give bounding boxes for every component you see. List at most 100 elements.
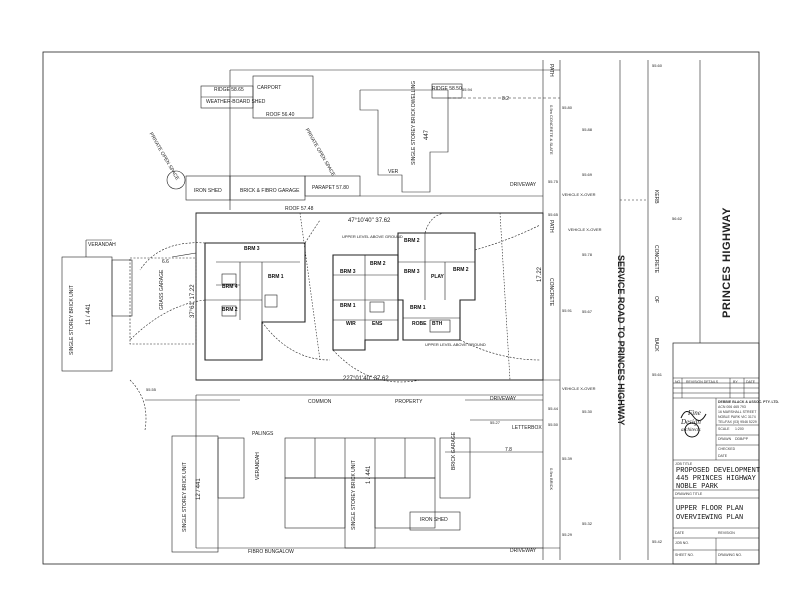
tb-scale-label: SCALE	[718, 427, 730, 431]
room-bth-c: BTH	[432, 321, 443, 327]
level-55-60: 55.60	[652, 63, 663, 68]
label-driveway-bottom: DRIVEWAY	[510, 548, 537, 554]
level-55-65: 55.65	[548, 212, 559, 217]
label-brick-right: 0.5m BRICK	[549, 468, 554, 491]
room-ens-b: ENS	[372, 321, 383, 327]
level-55-94: 55.94	[462, 87, 473, 92]
label-path-top: PATH	[548, 64, 554, 77]
tb-checked-label: CHECKED	[718, 447, 736, 451]
label-common: COMMON	[308, 399, 332, 405]
room-robe-c: ROBE	[412, 321, 427, 327]
label-brick-garage: BRICK GARAGE	[451, 431, 457, 470]
label-roof-line: ROOF 57.48	[285, 206, 314, 212]
room-play: PLAY	[431, 274, 444, 280]
label-single-storey-dwelling-447: SINGLE STOREY BRICK DWELLING	[411, 80, 417, 165]
tb-sheet-no-label: SHEET NO.	[675, 553, 694, 557]
architect-logo-mark	[680, 411, 707, 438]
level-55-78: 55.78	[582, 252, 593, 257]
level-55-80: 55.80	[562, 105, 573, 110]
label-dim-78: 7.8	[505, 447, 512, 453]
room-brm-2-a: BRM 2	[222, 307, 238, 313]
tb-date-label: DATE	[718, 454, 728, 458]
label-brick-fibro-garage: BRICK & FIBRO GARAGE	[240, 188, 300, 194]
label-single-storey-12: SINGLE STOREY BRICK UNIT	[182, 462, 188, 532]
level-55-88: 55.88	[582, 127, 593, 132]
label-single-storey-11: SINGLE STOREY BRICK UNIT	[69, 285, 75, 355]
label-unit-1: 1 / 441	[366, 465, 372, 484]
room-brm-2-b: BRM 2	[370, 261, 386, 267]
tb-scale-value: 1:200	[735, 427, 744, 431]
label-weatherboard-shed: WEATHER-BOARD SHED	[206, 99, 266, 105]
room-brm-3-c: BRM 3	[404, 269, 420, 275]
level-55-55: 55.55	[146, 387, 157, 392]
tb-revision-label: REVISION	[718, 531, 735, 535]
label-upper-level-2: UPPER LEVEL ABOVE GROUND	[425, 342, 486, 347]
level-55-50: 55.50	[548, 422, 559, 427]
tb-drawn-value: DDB/PP	[735, 437, 749, 441]
label-property: PROPERTY	[395, 399, 423, 405]
label-fibro-bungalow: FIBRO BUNGALOW	[248, 549, 294, 555]
label-dim-4710: 47°10'40" 37.62	[348, 218, 391, 224]
label-dim-227: 227°01'40" 37.62	[343, 376, 389, 382]
tb-firm-address-1: 16 MARSHALL STREET	[718, 410, 757, 414]
level-55-32: 55.32	[582, 521, 593, 526]
label-vehicle-xover-2: VEHICLE X-OVER	[568, 227, 602, 232]
label-path-mid: PATH	[548, 220, 554, 233]
tb-project-line3: NOBLE PARK	[676, 483, 719, 491]
room-brm-3-b: BRM 3	[340, 269, 356, 275]
level-55-42: 55.42	[652, 539, 663, 544]
label-parapet: PARAPET 57.80	[312, 185, 349, 191]
tb-rev-date: DATE	[746, 380, 756, 384]
proposed-unit-1	[204, 242, 306, 361]
tb-drawing-line1: UPPER FLOOR PLAN	[676, 505, 744, 513]
label-iron-shed-2: IRON SHED	[420, 517, 448, 523]
level-56-62: 56.62	[672, 216, 683, 221]
tb-drawing-title-label: DRAWING TITLE	[675, 492, 703, 496]
label-ridge-top: RIDGE 58.65	[214, 87, 244, 93]
label-ridge-58: RIDGE 58.50	[432, 86, 462, 92]
label-driveway-top: DRIVEWAY	[510, 182, 537, 188]
label-roof-top: ROOF 56.40	[266, 112, 295, 118]
room-wir-b: WIR	[346, 321, 356, 327]
label-unit-12: 12 / 441	[196, 478, 202, 500]
label-number-447: 447	[424, 129, 430, 140]
level-55-75-a: 55.75	[548, 179, 559, 184]
label-vehicle-xover-3: VEHICLE X-OVER	[562, 386, 596, 391]
tb-logo-line1: Fine	[688, 409, 701, 417]
level-55-61: 55.61	[652, 372, 663, 377]
level-55-30: 55.30	[582, 409, 593, 414]
tb-project-line2: 445 PRINCES HIGHWAY	[676, 475, 756, 483]
tb-rev-by: BY	[733, 380, 738, 384]
room-brm-1-a: BRM 1	[268, 274, 284, 280]
label-single-storey-1: SINGLE STOREY BRICK UNIT	[351, 460, 357, 530]
label-palings: PALINGS	[252, 431, 274, 437]
tb-drawing-no-label: DRAWING NO.	[718, 553, 742, 557]
tb-firm-name: DEBBIE BLACK & ASSOC. PTY. LTD.	[718, 400, 780, 404]
room-brm-2-d: BRM 2	[453, 267, 469, 273]
level-55-39: 55.39	[562, 456, 573, 461]
label-princes-highway: PRINCES HIGHWAY	[721, 206, 733, 318]
label-concrete-slate: 0.5m CONCRETE & SLATE	[549, 105, 554, 155]
level-55-91: 55.91	[562, 308, 573, 313]
label-grass-garage: GRASS GARAGE	[159, 269, 165, 310]
tb-firm-abn: ACN 006 465 793	[718, 405, 746, 409]
tb-firm-address-2: NOBLE PARK VIC 3174	[718, 415, 756, 419]
label-dim-3761: 37°61' 17.22	[190, 284, 196, 318]
tb-drawing-line2: OVERVIEWING PLAN	[676, 514, 744, 522]
tb-logo-line3: architects	[681, 428, 701, 433]
tb-revision-header: REVISION DETAILS	[686, 380, 719, 384]
tb-project-line1: PROPOSED DEVELOPMENT	[676, 467, 761, 475]
label-iron-shed: IRON SHED	[194, 188, 222, 194]
room-brm-1-c: BRM 1	[410, 305, 426, 311]
room-brm-1-b: BRM 1	[340, 303, 356, 309]
label-letterbox: LETTERBOX	[512, 425, 542, 431]
room-brm-4: BRM 4	[222, 284, 238, 290]
label-verandah-2: VERANDAH	[255, 452, 261, 480]
label-concrete-right: CONCRETE	[653, 245, 659, 274]
tb-job-title-label: JOB TITLE	[675, 462, 693, 466]
label-kerb: KERB	[653, 190, 659, 204]
room-brm-2-c: BRM 2	[404, 238, 420, 244]
label-back: BACK	[653, 338, 659, 352]
